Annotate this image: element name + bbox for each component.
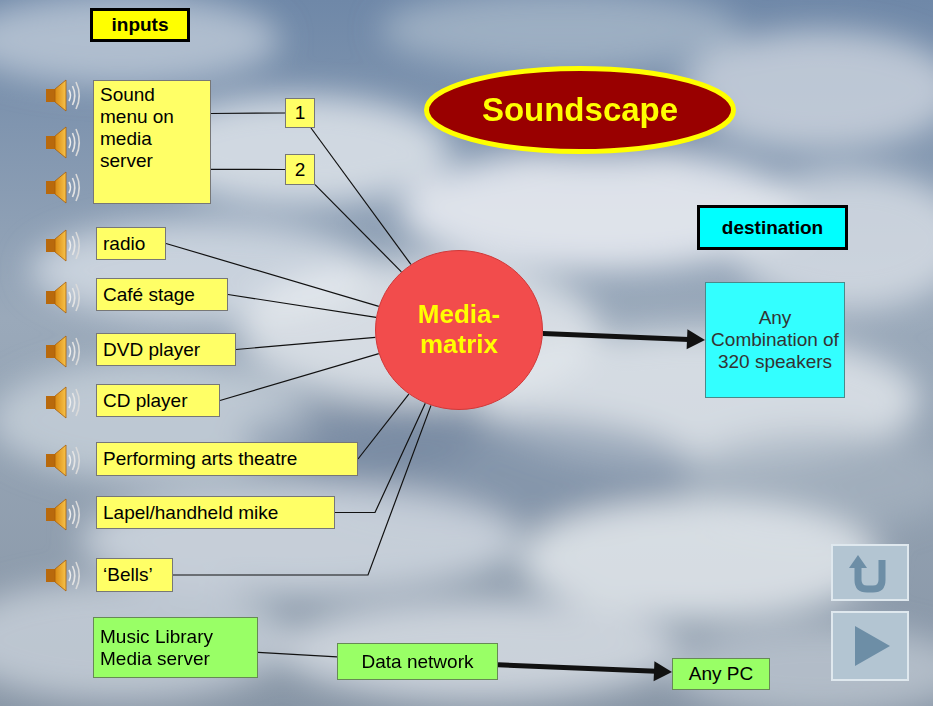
button-face — [832, 612, 908, 680]
signal-line — [236, 337, 375, 349]
clouds-part — [520, 500, 880, 620]
speaker-icons — [46, 80, 79, 591]
node-text: Performing arts theatre — [103, 448, 297, 470]
node-text: Media- matrix — [399, 300, 519, 360]
signal-line — [258, 652, 337, 657]
connector-line — [543, 333, 689, 339]
node-text: CD player — [103, 390, 187, 412]
speaker-icon — [46, 127, 79, 158]
clouds-part — [0, 580, 290, 700]
clouds-part — [0, 0, 280, 85]
connector-line — [211, 112, 285, 114]
connector-line — [228, 295, 376, 318]
input-box: DVD player — [96, 333, 236, 366]
connector-line — [358, 394, 409, 459]
next-button — [832, 612, 908, 680]
network-box: Any PC — [672, 658, 770, 690]
clouds-part — [280, 600, 680, 700]
network-box: Music Library Media server — [93, 617, 258, 678]
connector-line — [258, 652, 337, 657]
speaker-icon — [46, 499, 79, 530]
node-text: Lapel/handheld mike — [103, 502, 278, 524]
title-ellipse: Soundscape — [424, 66, 736, 154]
network-box: Data network — [337, 643, 498, 680]
section-tag: destination — [697, 205, 848, 250]
connector-line — [220, 354, 379, 401]
signal-line — [315, 185, 401, 272]
node-text: ‘Bells’ — [103, 564, 153, 586]
connector-line — [236, 337, 375, 349]
u-turn-head — [849, 555, 867, 568]
channel-box: 2 — [285, 154, 315, 185]
node-text: DVD player — [103, 339, 200, 361]
input-box: Performing arts theatre — [96, 442, 358, 476]
speaker-icon — [46, 172, 79, 203]
matrix-circle: Media- matrix — [375, 250, 543, 410]
input-box: Café stage — [96, 278, 228, 311]
speaker-icon — [46, 445, 79, 476]
connector-line — [498, 665, 656, 672]
speaker-icon — [46, 282, 79, 313]
input-box: Lapel/handheld mike — [96, 496, 335, 529]
speaker-icon — [46, 230, 79, 261]
back-button — [832, 545, 908, 600]
node-text: Music Library Media server — [100, 626, 251, 670]
matrix-circle-shape — [376, 251, 543, 410]
node-text: destination — [722, 217, 823, 239]
connector-line — [173, 405, 431, 575]
speaker-icon — [46, 80, 79, 111]
node-text: Soundscape — [482, 91, 678, 129]
input-box: radio — [96, 227, 166, 260]
section-tag: inputs — [90, 8, 190, 42]
signal-line — [358, 394, 409, 459]
signal-line — [211, 169, 285, 170]
arrow-head — [654, 661, 672, 681]
connector-line — [211, 169, 285, 170]
node-text: Data network — [362, 651, 474, 673]
arrow-head — [687, 329, 705, 349]
input-box: ‘Bells’ — [96, 558, 173, 592]
destination-box: Any Combination of 320 speakers — [705, 282, 845, 398]
speaker-icon — [46, 336, 79, 367]
connector-line — [315, 185, 401, 272]
signal-line — [228, 295, 376, 318]
clouds-part — [380, 0, 740, 70]
signal-arrow — [543, 329, 705, 349]
node-text: Any PC — [689, 663, 753, 685]
play-symbol — [855, 626, 890, 666]
node-text: Sound menu on media server — [100, 84, 204, 171]
speaker-icon — [46, 387, 79, 418]
signal-line — [220, 354, 379, 401]
node-text: inputs — [112, 14, 169, 36]
input-box: Sound menu on media server — [93, 80, 211, 204]
signal-arrow — [498, 661, 672, 681]
node-text: Any Combination of 320 speakers — [711, 307, 839, 373]
channel-box: 1 — [285, 98, 315, 128]
signal-line — [211, 113, 285, 115]
button-face — [832, 545, 908, 600]
node-text: 2 — [295, 159, 306, 181]
input-box: CD player — [96, 384, 220, 417]
node-text: 1 — [295, 102, 306, 124]
title-ellipse-shape — [427, 69, 734, 152]
signal-line — [173, 405, 431, 575]
node-text: Café stage — [103, 284, 195, 306]
speaker-icon — [46, 560, 79, 591]
node-text: radio — [103, 233, 145, 255]
clouds-part — [80, 485, 520, 595]
